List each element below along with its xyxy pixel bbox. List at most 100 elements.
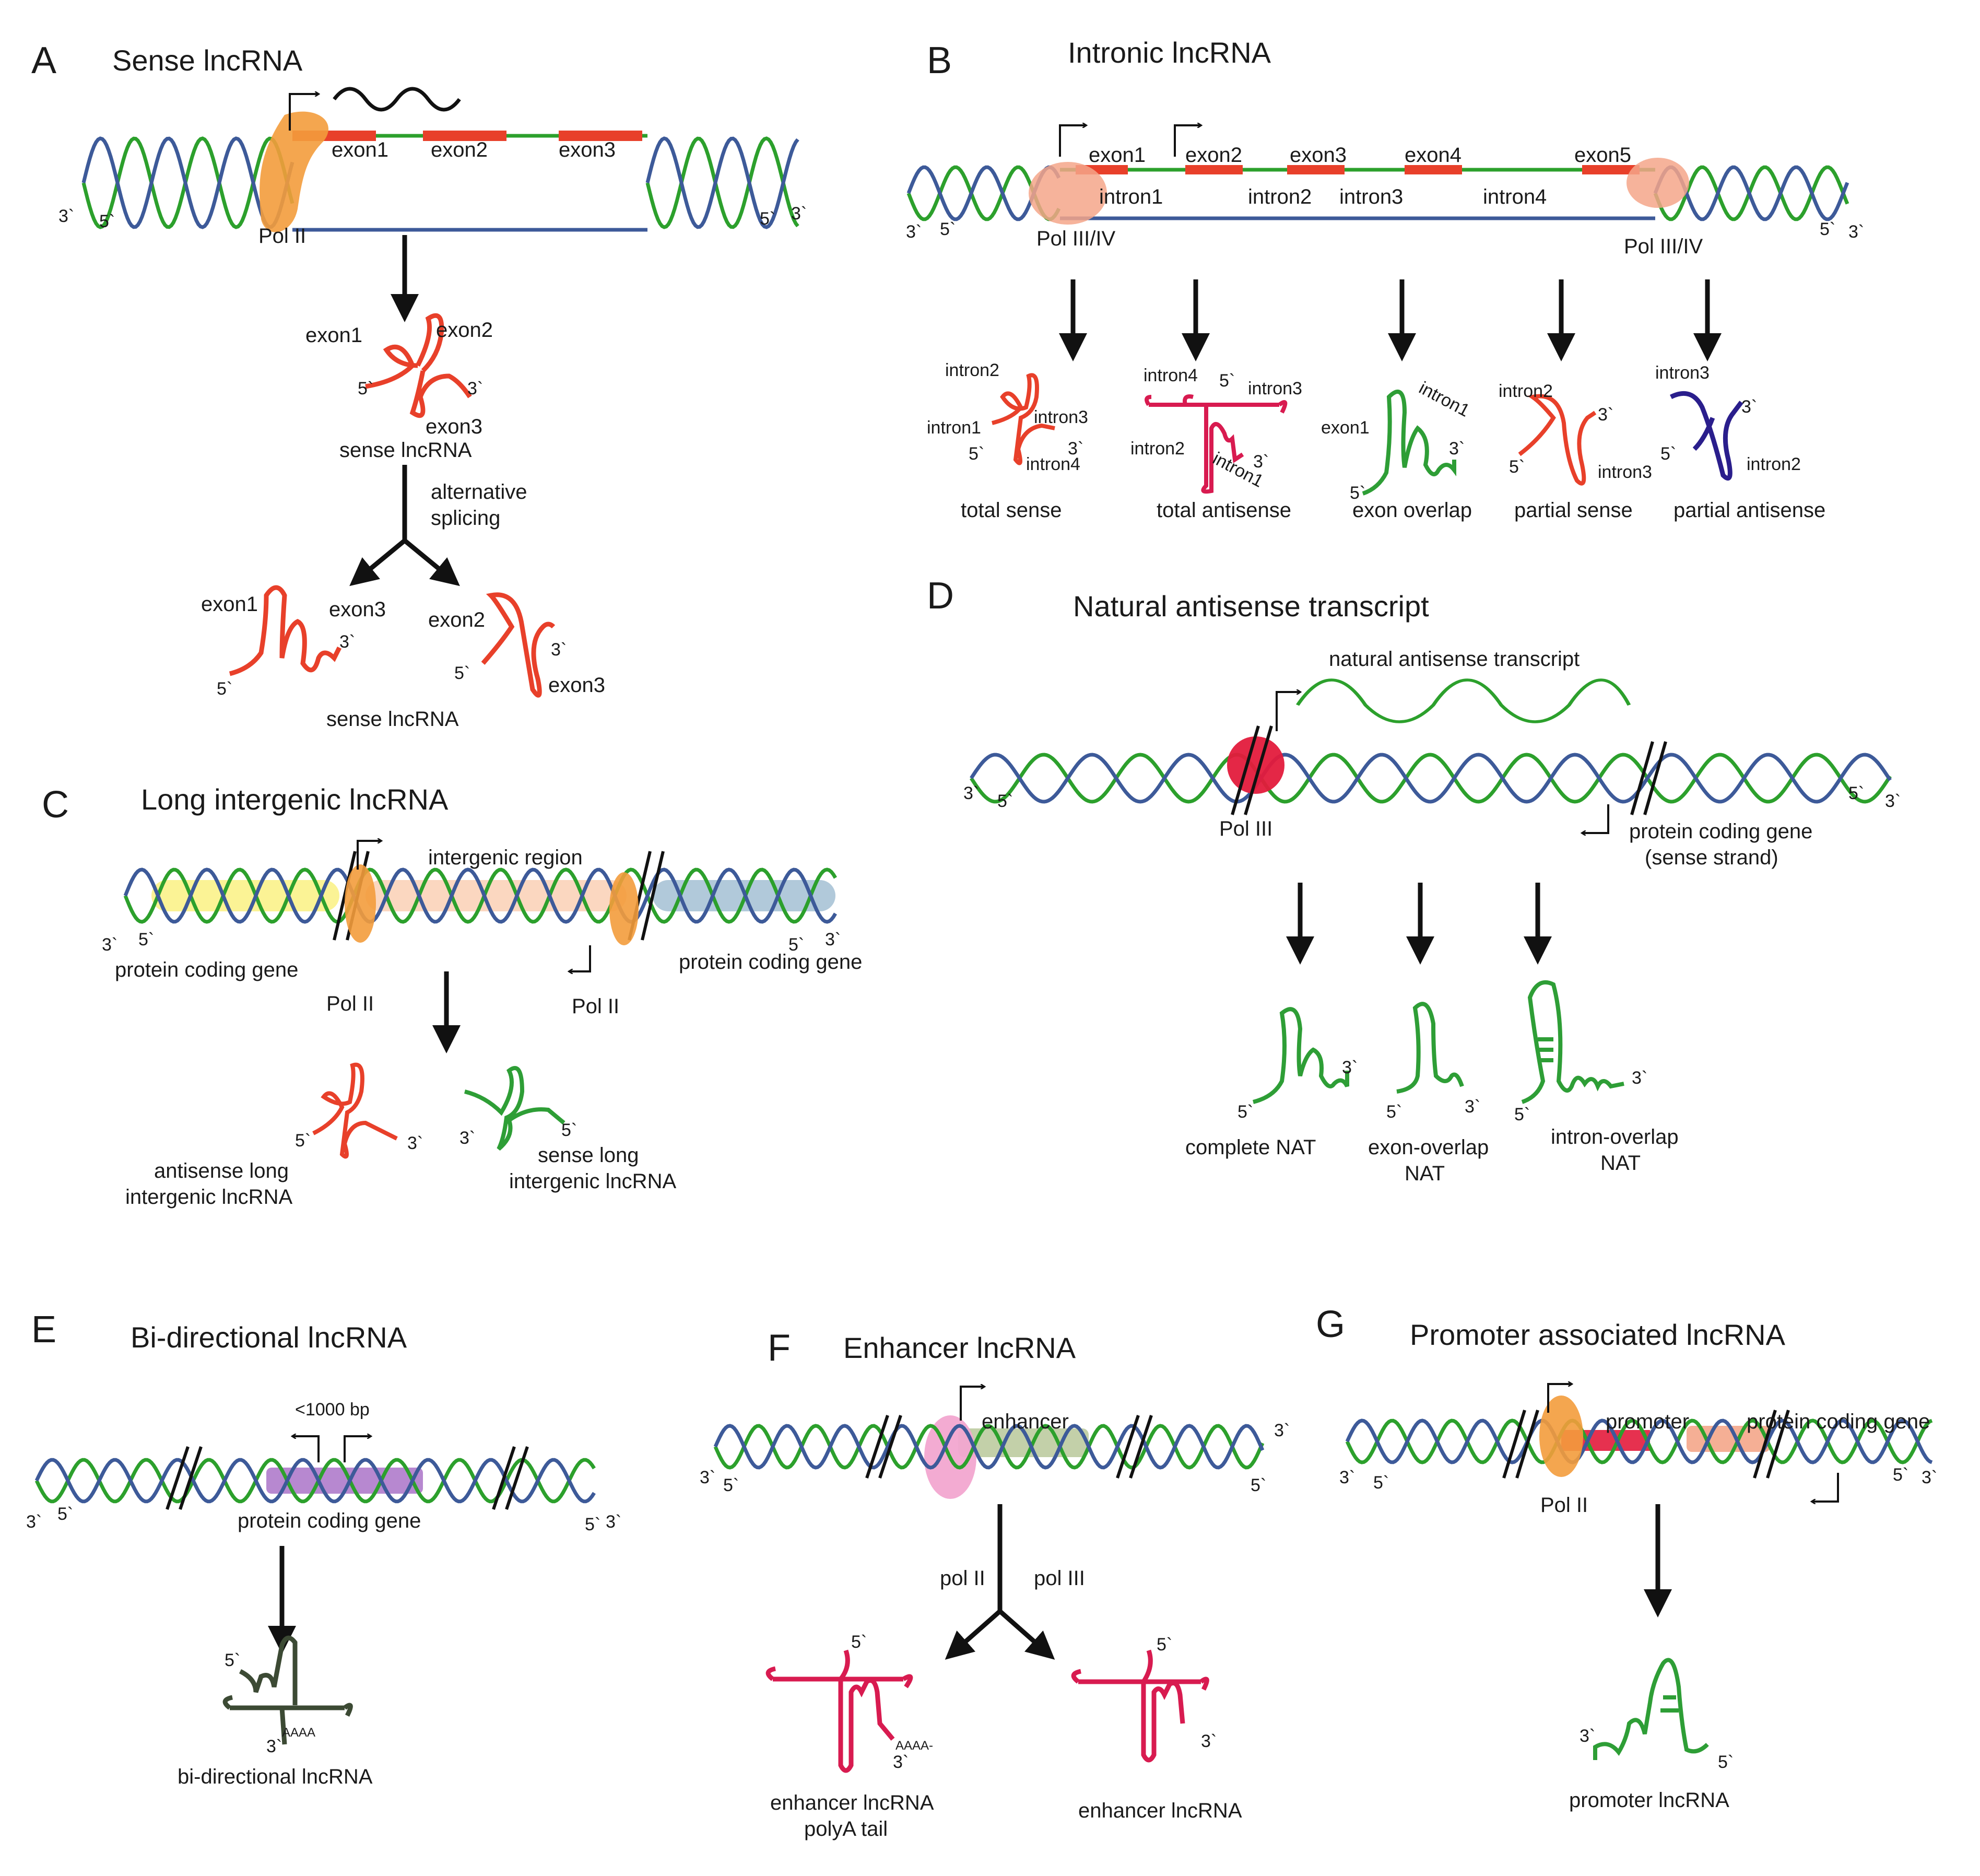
panel-a-glyph-exon3: exon3 [426,415,482,438]
panel-a-final-label: sense lncRNA [326,708,459,731]
panel-f-left-3prime: 3` [893,1752,909,1772]
panel-b-3prime-right: 3` [1848,222,1864,242]
panel-a-variant-1 [229,585,342,676]
dna-strand-blue [123,867,837,924]
panel-e-bidirectional-glyph [222,1635,353,1745]
panel-b-5prime-left: 5` [940,219,956,239]
panel-b-exon1-label: exon1 [1089,144,1146,167]
panel-a-5prime-right: 5` [760,209,775,229]
panel-e-glyph-5prime: 5` [225,1650,240,1670]
panel-c-helix [123,867,837,924]
panel-d-3prime-left: 3` [963,783,979,803]
panel-b-total-sense-glyph [992,373,1055,465]
panel-e-3prime-right: 3` [606,1512,621,1532]
panel-f-enhancer-label: enhancer [982,1410,1069,1433]
panel-e-tss-left [292,1436,320,1462]
panel-e-break-left [166,1446,203,1510]
panel-d-io-line2: NAT [1600,1152,1641,1175]
panel-g-glyph-3prime: 3` [1580,1726,1595,1746]
panel-f-break-left [865,1415,902,1479]
panel-b-total-antisense-glyph [1145,394,1288,494]
panel-e-tss-right [344,1436,371,1462]
dna-strand-blue [713,1424,1265,1470]
panel-c-pol-right [609,872,639,945]
panel-a-5prime-left: 5` [99,212,115,231]
panel-b-exon4-bar [1405,165,1462,174]
dna-strand-green [970,753,1892,804]
panel-b-exon3-label: exon3 [1290,144,1347,167]
panel-c-s-3prime: 3` [459,1128,475,1148]
panel-e-letter: E [31,1309,56,1351]
dna-strand-blue [970,753,1892,804]
panel-b-tss-arrow-1 [1059,125,1086,157]
panel-e-distance: <1000 bp [295,1400,370,1420]
panel-a-exon1-label: exon1 [332,138,388,161]
panel-g-3prime-right: 3` [1922,1468,1937,1487]
panel-d-eo-line1: exon-overlap [1368,1136,1489,1159]
panel-e-gene-label: protein coding gene [238,1509,421,1532]
panel-d-nat-wave [1295,678,1631,723]
panel-b-title: Intronic lncRNA [1068,36,1271,69]
panel-b-ta-intron3: intron3 [1248,379,1302,398]
panel-b-partial-sense-label: partial sense [1514,499,1633,522]
panel-b-exon4-label: exon4 [1405,144,1462,167]
panel-a-exon2-bar [423,131,506,141]
panel-g-gene-label: protein coding gene [1747,1410,1930,1433]
panel-g-tss [1547,1384,1572,1413]
panel-g-helix [1345,1418,1933,1464]
panel-c-as-line2: intergenic lncRNA [125,1186,292,1209]
panel-a-product-label: sense lncRNA [339,439,472,462]
panel-a-variant-2-3prime: 3` [551,640,567,660]
panel-f-polyA: AAAA- [895,1739,933,1753]
panel-b-pol-left-label: Pol III/IV [1036,227,1115,250]
panel-e: E Bi-directional lncRNA <1000 bp 3` 5` 5… [26,1309,621,1788]
panel-d-break-right [1630,741,1667,815]
panel-g-promoter-glyph [1593,1658,1709,1760]
panel-a-title: Sense lncRNA [112,44,303,77]
panel-d-eo-line2: NAT [1405,1162,1445,1185]
panel-b-partial-antisense-glyph [1669,391,1743,481]
panel-c-gene-left-region [151,880,339,911]
dna-strand-blue [81,136,294,229]
panel-a-transcript-wave [333,87,461,112]
panel-b-letter: B [927,40,952,81]
panel-a-splicing-2: splicing [431,507,500,530]
panel-e-product-label: bi-directional lncRNA [178,1765,373,1788]
panel-a-pol-label: Pol II [258,225,306,248]
panel-e-title: Bi-directional lncRNA [131,1321,407,1354]
panel-e-5prime-right: 5` [585,1515,600,1534]
panel-c-as-line1: antisense long [154,1159,289,1182]
panel-a-variant-2-5prime: 5` [454,663,470,683]
panel-b-pol-left [1029,162,1107,225]
panel-c-5prime-left: 5` [138,930,154,949]
panel-b-exon3-bar [1287,165,1345,174]
panel-e-break-right [492,1446,529,1510]
panel-d-c-5prime: 5` [1238,1102,1253,1122]
panel-c-pol-left-label: Pol II [326,992,374,1015]
panel-a-helix-right [645,136,799,229]
panel-d-complete-label: complete NAT [1185,1136,1316,1159]
panel-c-title: Long intergenic lncRNA [141,783,449,816]
panel-f-5prime-right: 5` [1251,1475,1266,1495]
panel-d-complete-glyph [1252,1007,1349,1104]
panel-b-exon2-label: exon2 [1185,144,1242,167]
panel-g-glyph-5prime: 5` [1718,1752,1734,1772]
panel-f-enhancer-glyph [1071,1649,1209,1763]
panel-b-pol-right [1627,158,1689,208]
panel-b-intron3-label: intron3 [1339,185,1403,208]
panel-d-eo-5prime: 5` [1386,1102,1402,1122]
panel-b: B Intronic lncRNA exon1 exon2 exon3 exon… [906,36,1864,522]
panel-a-variant-2-exon2: exon2 [428,608,485,631]
panel-f-right-3prime: 3` [1201,1731,1217,1751]
panel-b-pol-right-label: Pol III/IV [1624,235,1703,258]
panel-b-exon2-bar [1185,165,1243,174]
panel-g-product-label: promoter lncRNA [1569,1789,1729,1812]
panel-d-helix [970,753,1892,804]
panel-b-exon-overlap-glyph [1362,390,1456,496]
panel-g-letter: G [1316,1304,1345,1345]
panel-g-break-right [1753,1410,1790,1479]
panel-a: A Sense lncRNA exon1 exon2 exon3 3` 5` 5… [31,40,807,731]
panel-a-exon2-label: exon2 [431,138,488,161]
panel-d-io-5prime: 5` [1514,1105,1530,1124]
panel-d-io-line1: intron-overlap [1551,1125,1679,1148]
